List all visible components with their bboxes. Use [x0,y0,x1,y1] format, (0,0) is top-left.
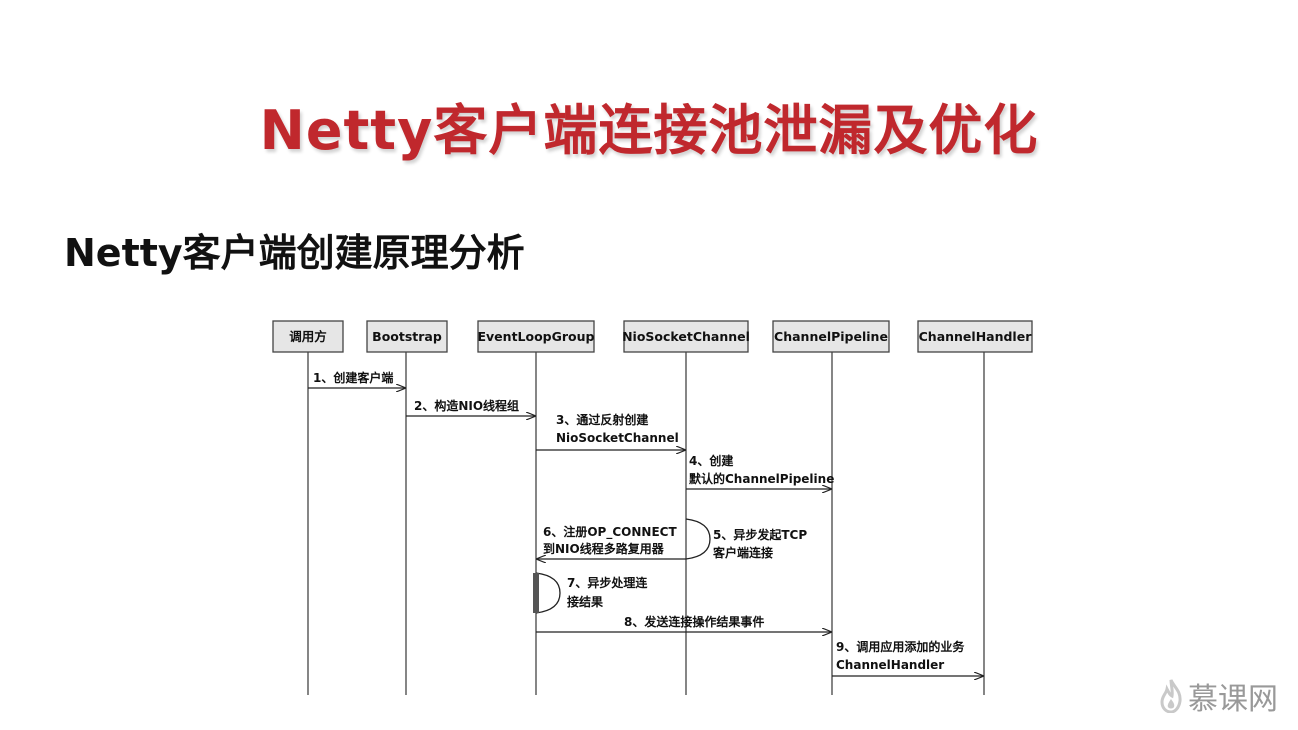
arrow-7-self [535,572,561,614]
message-4-label-line1: 4、创建 [689,453,734,468]
participant-channelhandler-label: ChannelHandler [919,329,1033,344]
message-7-label-line2: 接结果 [567,594,603,609]
message-arrows [308,388,983,676]
participant-caller-label: 调用方 [289,329,327,344]
participant-channelhandler: ChannelHandler [917,320,1033,353]
message-5-label-line1: 5、异步发起TCP [713,527,807,542]
message-1-label: 1、创建客户端 [313,370,393,385]
participant-eventloopgroup-label: EventLoopGroup [478,329,595,344]
arrow-5-self [685,518,711,560]
flame-icon [1160,679,1182,713]
message-4-label-line2: 默认的ChannelPipeline [689,471,834,486]
message-7-label-line1: 7、异步处理连 [567,575,648,590]
message-8-label: 8、发送连接操作结果事件 [624,614,764,629]
message-5-label-line2: 客户端连接 [712,545,773,560]
participant-bootstrap: Bootstrap [366,320,448,353]
message-9-label-line2: ChannelHandler [836,658,944,672]
participant-niosocketchannel-label: NioSocketChannel [622,329,750,344]
participant-eventloopgroup: EventLoopGroup [477,320,595,353]
slide-subtitle: Netty客户端创建原理分析 [64,231,525,275]
participant-niosocketchannel: NioSocketChannel [622,320,750,353]
message-3-label-line1: 3、通过反射创建 [556,412,649,427]
message-6-label-line2: 到NIO线程多路复用器 [543,541,665,556]
message-6-label-line1: 6、注册OP_CONNECT [543,524,677,540]
participant-channelpipeline: ChannelPipeline [772,320,890,353]
participants: 调用方 Bootstrap EventLoopGroup NioSocketCh… [272,320,1033,353]
message-9-label-line1: 9、调用应用添加的业务 [836,639,965,654]
message-labels: 1、创建客户端 2、构造NIO线程组 3、通过反射创建 NioSocketCha… [313,370,965,672]
slide-title: Netty客户端连接池泄漏及优化 [259,99,1039,162]
participant-channelpipeline-label: ChannelPipeline [774,329,888,344]
brand-logo: 慕课网 [1160,674,1278,718]
activations [533,573,539,613]
participant-caller: 调用方 [272,320,344,353]
brand-name: 慕课网 [1188,682,1278,717]
activation-eventloopgroup [533,573,539,613]
message-3-label-line2: NioSocketChannel [556,431,679,445]
lifelines [307,352,985,695]
message-2-label: 2、构造NIO线程组 [414,398,519,413]
participant-bootstrap-label: Bootstrap [372,329,442,344]
